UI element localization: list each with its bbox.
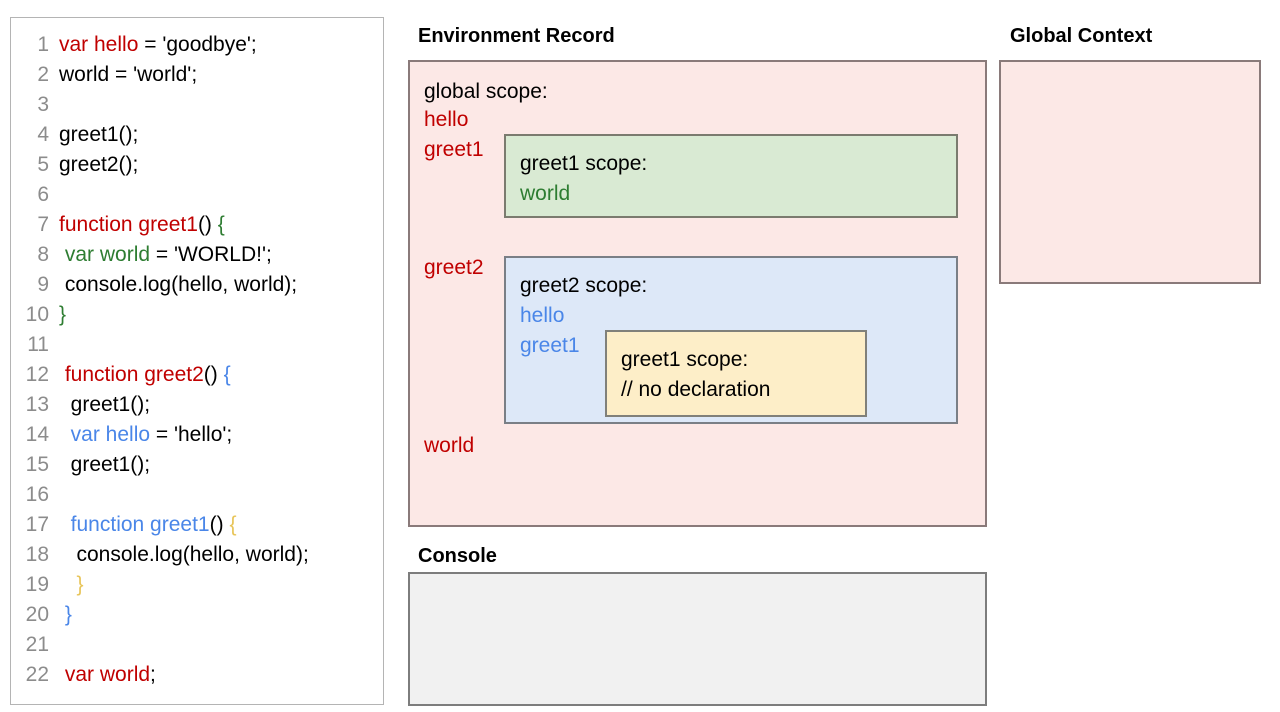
code-line: 18 console.log(hello, world); bbox=[11, 540, 383, 570]
nested-greet1-scope-comment: // no declaration bbox=[621, 378, 771, 401]
code-line: 7 function greet1() { bbox=[11, 210, 383, 240]
code-line-number: 10 bbox=[25, 303, 49, 326]
code-token: greet1(); bbox=[59, 453, 151, 476]
code-token: () bbox=[203, 363, 224, 386]
code-token: { bbox=[223, 363, 231, 386]
code-line-number: 18 bbox=[25, 543, 49, 566]
code-line: 12 function greet2() { bbox=[11, 360, 383, 390]
code-line-number: 17 bbox=[25, 513, 49, 536]
code-token: var world bbox=[64, 663, 151, 686]
global-scope-var-greet1: greet1 bbox=[424, 138, 484, 161]
code-line: 21 bbox=[11, 630, 383, 660]
code-token bbox=[59, 423, 71, 446]
code-line-number: 9 bbox=[37, 273, 49, 296]
code-line-number: 3 bbox=[37, 93, 49, 116]
code-line-number: 14 bbox=[25, 423, 49, 446]
environment-record-title: Environment Record bbox=[418, 25, 615, 47]
code-token: greet1(); bbox=[59, 123, 139, 146]
code-token: function greet2 bbox=[64, 363, 204, 386]
code-line: 16 bbox=[11, 480, 383, 510]
code-token: { bbox=[217, 213, 225, 236]
code-line: 19 } bbox=[11, 570, 383, 600]
code-line-number: 2 bbox=[37, 63, 49, 86]
code-line-number: 11 bbox=[27, 333, 49, 356]
code-line-list: 1 var hello = 'goodbye'; 2 world = 'world';… bbox=[11, 18, 383, 690]
greet1-scope-box: greet1 scope: world bbox=[504, 134, 958, 218]
code-line-number: 6 bbox=[37, 183, 49, 206]
code-line-number: 15 bbox=[25, 453, 49, 476]
code-token: = 'goodbye'; bbox=[138, 33, 257, 56]
code-token: } bbox=[64, 603, 72, 626]
code-line: 8 var world = 'WORLD!'; bbox=[11, 240, 383, 270]
code-line: 22 var world; bbox=[11, 660, 383, 690]
code-line-number: 19 bbox=[25, 573, 49, 596]
console-output-box bbox=[408, 572, 987, 706]
global-context-title: Global Context bbox=[1010, 25, 1153, 47]
code-token: console.log(hello, world); bbox=[59, 543, 309, 566]
code-token: var world bbox=[64, 243, 151, 266]
code-line-number: 22 bbox=[25, 663, 49, 686]
code-token: var hello bbox=[59, 33, 139, 56]
global-scope-var-hello: hello bbox=[424, 108, 469, 131]
code-line: 6 bbox=[11, 180, 383, 210]
greet2-scope-var-greet1: greet1 bbox=[520, 334, 580, 357]
code-line: 15 greet1(); bbox=[11, 450, 383, 480]
code-token: = 'hello'; bbox=[150, 423, 233, 446]
code-line: 20 } bbox=[11, 600, 383, 630]
code-line-number: 8 bbox=[37, 243, 49, 266]
code-token: ; bbox=[150, 663, 156, 686]
greet1-scope-var-world: world bbox=[520, 182, 571, 205]
global-scope-label: global scope: bbox=[424, 80, 548, 103]
greet2-scope-box: greet2 scope: hello greet1 greet1 scope:… bbox=[504, 256, 958, 424]
code-token: () bbox=[209, 513, 230, 536]
code-line: 5 greet2(); bbox=[11, 150, 383, 180]
code-token: greet1(); bbox=[59, 393, 151, 416]
code-line: 11 bbox=[11, 330, 383, 360]
code-token: var hello bbox=[70, 423, 151, 446]
code-token: greet2(); bbox=[59, 153, 139, 176]
code-line: 13 greet1(); bbox=[11, 390, 383, 420]
greet1-scope-label: greet1 scope: bbox=[520, 152, 648, 175]
code-token: = 'WORLD!'; bbox=[150, 243, 272, 266]
code-line: 2 world = 'world'; bbox=[11, 60, 383, 90]
code-line: 10} bbox=[11, 300, 383, 330]
code-token: () bbox=[197, 213, 218, 236]
code-line-number: 16 bbox=[25, 483, 49, 506]
code-line: 4 greet1(); bbox=[11, 120, 383, 150]
nested-greet1-scope-label: greet1 scope: bbox=[621, 348, 749, 371]
code-token: } bbox=[76, 573, 84, 596]
code-line-number: 5 bbox=[37, 153, 49, 176]
nested-greet1-scope-box: greet1 scope: // no declaration bbox=[605, 330, 867, 417]
global-context-box bbox=[999, 60, 1261, 284]
code-line: 17 function greet1() { bbox=[11, 510, 383, 540]
code-line-number: 1 bbox=[37, 33, 49, 56]
code-line: 3 bbox=[11, 90, 383, 120]
code-line-number: 12 bbox=[25, 363, 49, 386]
code-token: } bbox=[59, 303, 67, 326]
greet2-scope-label: greet2 scope: bbox=[520, 274, 648, 297]
global-scope-var-world: world bbox=[424, 434, 475, 457]
code-token bbox=[59, 513, 71, 536]
code-token: console.log(hello, world); bbox=[59, 273, 298, 296]
code-line-number: 21 bbox=[25, 633, 49, 656]
code-token: world = 'world'; bbox=[59, 63, 198, 86]
global-scope-box: global scope: hello greet1 greet2 world … bbox=[408, 60, 987, 527]
code-line: 1 var hello = 'goodbye'; bbox=[11, 30, 383, 60]
greet2-scope-var-hello: hello bbox=[520, 304, 565, 327]
code-token: function greet1 bbox=[70, 513, 210, 536]
code-line-number: 7 bbox=[37, 213, 49, 236]
code-line: 14 var hello = 'hello'; bbox=[11, 420, 383, 450]
code-line-number: 13 bbox=[25, 393, 49, 416]
code-token bbox=[59, 573, 77, 596]
code-line-number: 20 bbox=[25, 603, 49, 626]
code-token: { bbox=[229, 513, 237, 536]
code-token: function greet1 bbox=[59, 213, 198, 236]
code-line: 9 console.log(hello, world); bbox=[11, 270, 383, 300]
code-panel: 1 var hello = 'goodbye'; 2 world = 'world';… bbox=[10, 17, 384, 705]
console-title: Console bbox=[418, 545, 497, 567]
code-line-number: 4 bbox=[37, 123, 49, 146]
global-scope-var-greet2: greet2 bbox=[424, 256, 484, 279]
